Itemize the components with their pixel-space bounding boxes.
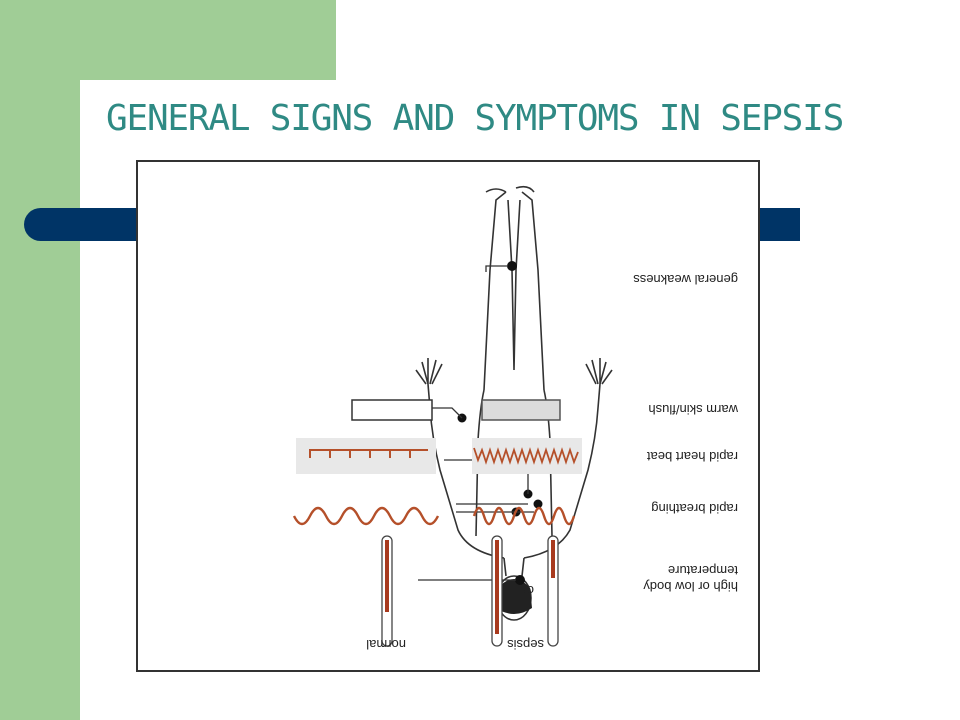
label-warm-skin: warm skin/flush xyxy=(648,402,739,417)
label-rapid-breathing: rapid breathing xyxy=(651,501,738,516)
figure-left-hand xyxy=(585,358,613,385)
sepsis-mercury-high xyxy=(495,540,499,634)
figure-neck xyxy=(503,557,525,577)
sepsis-heart-trace xyxy=(473,447,579,465)
sepsis-breathing-wave xyxy=(472,506,576,526)
sepsis-diagram: general weakness warm skin/flush rapid h… xyxy=(136,160,760,672)
chest-dot-left xyxy=(533,499,543,509)
normal-heart-panel xyxy=(296,438,436,474)
thigh-dot xyxy=(507,261,517,271)
normal-breathing-wave xyxy=(292,506,440,526)
label-sepsis: sepsis xyxy=(507,637,544,652)
navy-bar-right xyxy=(756,208,800,241)
weakness-leader xyxy=(485,265,508,272)
slide-title: GENERAL SIGNS AND SYMPTOMS IN SEPSIS xyxy=(106,98,844,139)
label-normal: normal xyxy=(366,637,406,652)
diagram-canvas: general weakness warm skin/flush rapid h… xyxy=(292,185,739,652)
skin-leader xyxy=(432,407,463,419)
figure-left-arm xyxy=(523,383,601,559)
normal-heart-trace xyxy=(309,449,428,458)
label-temperature-line1: high or low body xyxy=(643,579,738,594)
figure-hair xyxy=(496,579,532,614)
label-or: or xyxy=(522,583,534,598)
label-general-weakness: general weakness xyxy=(633,272,738,287)
figure-feet xyxy=(485,185,535,193)
label-temperature-line2: temperature xyxy=(668,563,738,578)
normal-side xyxy=(292,399,440,647)
navy-bar-left xyxy=(24,208,144,241)
rotated-diagram-group: general weakness warm skin/flush rapid h… xyxy=(292,185,739,652)
sepsis-mercury-low xyxy=(551,540,555,578)
head-dot xyxy=(515,575,525,585)
normal-mercury xyxy=(385,540,389,612)
label-rapid-heart-beat: rapid heart beat xyxy=(647,449,738,464)
sepsis-thermometer-low xyxy=(547,535,559,647)
normal-skin-box xyxy=(351,399,433,421)
figure-right-hand xyxy=(415,358,443,385)
sepsis-skin-box xyxy=(481,399,561,421)
sepsis-side xyxy=(472,399,582,647)
figure-inner-legs xyxy=(507,199,521,371)
green-side-strip xyxy=(0,0,80,720)
figure-left-leg-outer xyxy=(521,191,545,391)
figure-right-leg-outer xyxy=(483,191,507,391)
